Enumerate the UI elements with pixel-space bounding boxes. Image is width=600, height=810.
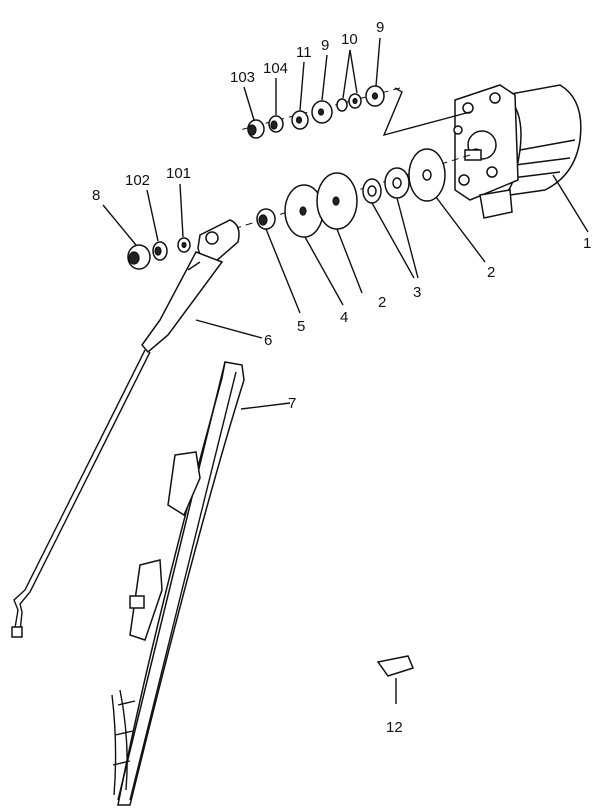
washer-2-rear-hole [422, 169, 432, 181]
callout-9-right: 9 [376, 19, 384, 36]
callout-101: 101 [166, 165, 191, 182]
clip-12 [376, 655, 415, 704]
callout-2-right: 2 [487, 264, 495, 281]
callout-1: 1 [583, 235, 591, 252]
wiper-blade [111, 361, 245, 806]
washer-10-hole [352, 97, 358, 105]
callout-2-center: 2 [378, 294, 386, 311]
wiper-arm [11, 219, 240, 638]
washer-10-a [336, 98, 348, 112]
callout-103: 103 [230, 69, 255, 86]
callout-5: 5 [297, 318, 305, 335]
leader-lines [102, 37, 589, 410]
washer-4-hole [299, 206, 307, 216]
cap-nut-8 [127, 244, 151, 270]
nut-103 [247, 119, 265, 139]
nut-5 [256, 208, 276, 230]
callout-12: 12 [386, 719, 403, 736]
washer-9b-hole [371, 92, 379, 100]
callout-11: 11 [296, 44, 312, 61]
callout-9-left: 9 [321, 37, 329, 54]
callout-6: 6 [264, 332, 272, 349]
washer-104 [268, 115, 284, 133]
callout-104: 104 [263, 60, 288, 77]
washer-102 [152, 241, 168, 261]
axis-bracket [382, 87, 471, 137]
callout-8: 8 [92, 187, 100, 204]
washer-3-b-hole [392, 177, 402, 189]
callout-102: 102 [125, 172, 150, 189]
washer-2-hole [332, 196, 340, 206]
wiper-motor [453, 84, 582, 219]
washer-9-hole [317, 108, 325, 116]
washer-3-a-hole [367, 185, 377, 197]
washer-101 [177, 237, 191, 253]
callout-10: 10 [341, 31, 358, 48]
callout-3: 3 [413, 284, 421, 301]
callout-7: 7 [288, 395, 296, 412]
callout-4: 4 [340, 309, 348, 326]
washer-11-hole [295, 116, 303, 124]
